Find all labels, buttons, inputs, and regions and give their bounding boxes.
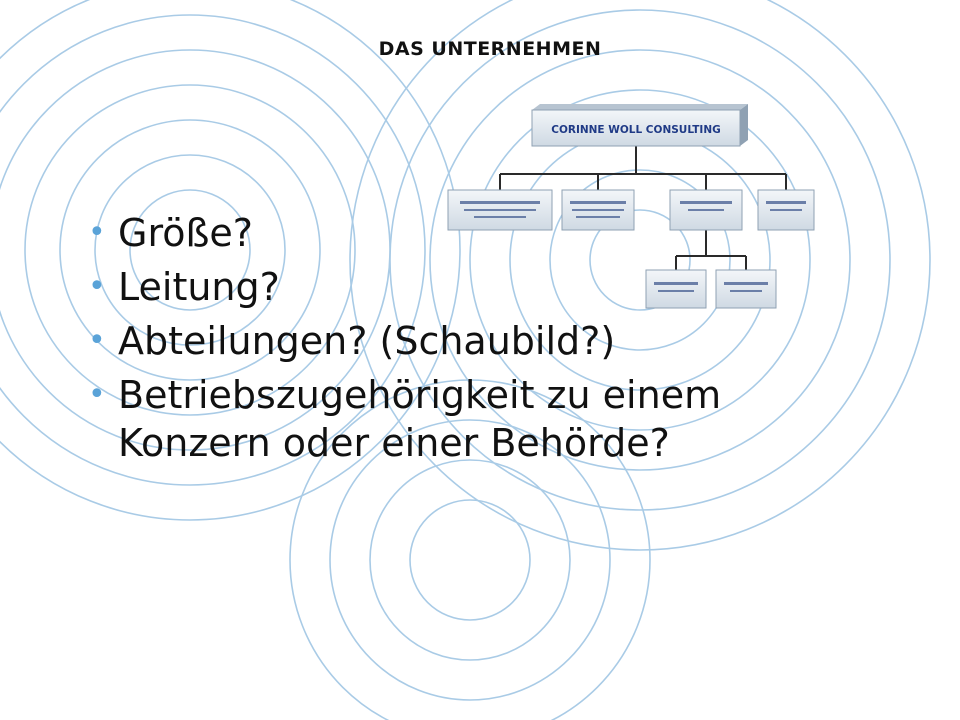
bullet-item-groesse: • Größe? [84, 210, 884, 258]
bullet-item-betriebszugehoerigkeit: • Betriebszugehörigkeit zu einem Konzern … [84, 372, 884, 468]
bullet-item-leitung: • Leitung? [84, 264, 884, 312]
org-level2-boxes [447, 189, 815, 231]
bullet-dot-icon: • [88, 215, 106, 250]
slide-title: DAS UNTERNEHMEN [378, 38, 602, 60]
bullet-text: Leitung? [118, 264, 280, 309]
org-top-box: CORINNE WOLL CONSULTING [531, 104, 748, 147]
bullet-text: Abteilungen? (Schaubild?) [118, 318, 616, 363]
bullet-dot-icon: • [88, 376, 106, 412]
bullet-list: • Größe? • Leitung? • Abteilungen? (Schaubi… [84, 210, 884, 473]
org-level3-boxes [645, 269, 777, 309]
bullet-text: Größe? [118, 211, 253, 255]
bullet-dot-icon: • [88, 322, 106, 358]
org-chart-image: CORINNE WOLL CONSULTING [447, 104, 815, 309]
org-top-box-label: CORINNE WOLL CONSULTING [551, 124, 721, 136]
bullet-item-abteilungen: • Abteilungen? (Schaubild?) [84, 318, 884, 366]
bullet-dot-icon: • [88, 268, 106, 304]
bullet-text: Betriebszugehörigkeit zu einem Konzern o… [118, 372, 722, 465]
org-chart-connectors [499, 144, 787, 270]
